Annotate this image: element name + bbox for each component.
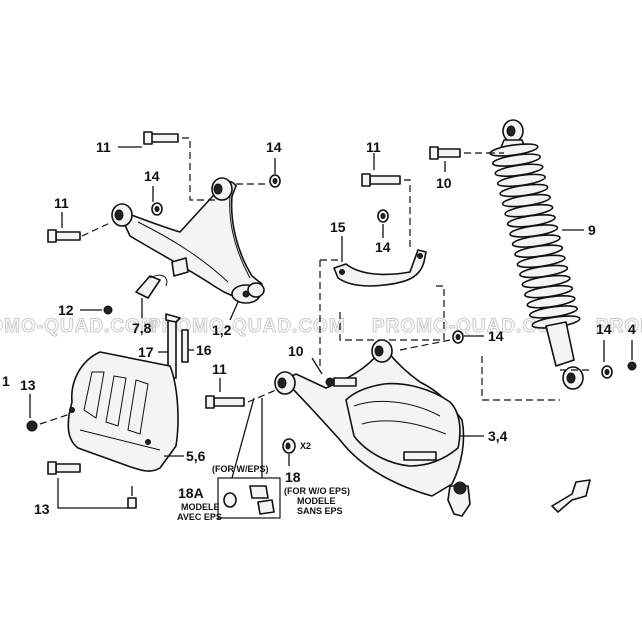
nut-14-lower (452, 330, 464, 344)
spacer-kit-18a (217, 477, 281, 519)
callout-11-top: 11 (96, 139, 111, 155)
callout-18a: 18A (178, 485, 204, 501)
sans-eps-label: SANS EPS (297, 506, 343, 516)
callout-9: 9 (588, 222, 596, 238)
lower-a-arm (274, 339, 471, 517)
callout-10-top: 10 (436, 175, 452, 191)
bolt-13-top (26, 420, 38, 432)
x2-label: X2 (300, 441, 311, 451)
upper-a-arm (111, 177, 265, 304)
guard-plate-5-6 (67, 351, 179, 472)
callout-16: 16 (196, 342, 212, 358)
callout-5-6: 5,6 (186, 448, 206, 464)
callout-14-lower: 14 (488, 328, 504, 344)
for-weps-label: (FOR W/EPS) (212, 464, 269, 474)
callout-17: 17 (138, 344, 154, 360)
callout-1-edge: 1 (2, 373, 10, 389)
callout-3-4: 3,4 (488, 428, 508, 444)
watermark-far-right: PROMO-QUAD.COM (596, 316, 642, 337)
nut-14-mid (377, 209, 389, 223)
callout-7-8: 7,8 (132, 320, 152, 336)
callout-11-mid: 11 (366, 139, 381, 155)
callout-14-top: 14 (266, 139, 282, 155)
callout-10-mid: 10 (288, 343, 304, 359)
callout-14-mid: 14 (375, 239, 391, 255)
callout-14-right: 14 (596, 321, 612, 337)
callout-12: 12 (58, 302, 74, 318)
modele-avec-label: MODELE (181, 502, 220, 512)
callout-14-left: 14 (144, 168, 160, 184)
modele-sans-label: MODELE (297, 496, 336, 506)
callout-4: 4 (628, 321, 636, 337)
bolt-10-mid (325, 377, 357, 387)
callout-13-lower: 13 (34, 501, 50, 517)
bracket-15 (333, 249, 427, 287)
front-arrow-icon (551, 479, 591, 513)
callout-13-top: 13 (20, 377, 36, 393)
nut-14-right (601, 365, 613, 379)
nut-14-top (269, 174, 281, 188)
nut-14-left (151, 202, 163, 216)
for-woeps-label: (FOR W/O EPS) (284, 486, 350, 496)
callout-15: 15 (330, 219, 346, 235)
bolt-11-top (143, 131, 179, 145)
bolt-13-lower (47, 461, 137, 509)
avec-eps-label: AVEC EPS (177, 512, 222, 522)
callout-1-2: 1,2 (212, 322, 232, 338)
pin-17 (165, 313, 181, 379)
shock-absorber-9 (489, 119, 584, 390)
watermark-right: PROMO-QUAD.COM (372, 316, 570, 337)
bolt-10-top (429, 146, 461, 160)
watermark-left: PROMO-QUAD.COM (0, 316, 158, 337)
bracket-7-8 (135, 274, 168, 299)
bolt-11-mid (361, 173, 401, 187)
nut-12 (103, 305, 113, 315)
pin-16 (181, 329, 189, 363)
bolt-11-left (47, 229, 81, 243)
callout-11-lower: 11 (212, 361, 227, 377)
nut-4-right (627, 361, 637, 371)
callout-18: 18 (285, 469, 301, 485)
watermark-center: PROMO-QUAD.COM (148, 316, 346, 337)
callout-11-left: 11 (54, 195, 69, 211)
spacer-18 (282, 438, 296, 454)
bolt-11-lower (205, 395, 245, 409)
